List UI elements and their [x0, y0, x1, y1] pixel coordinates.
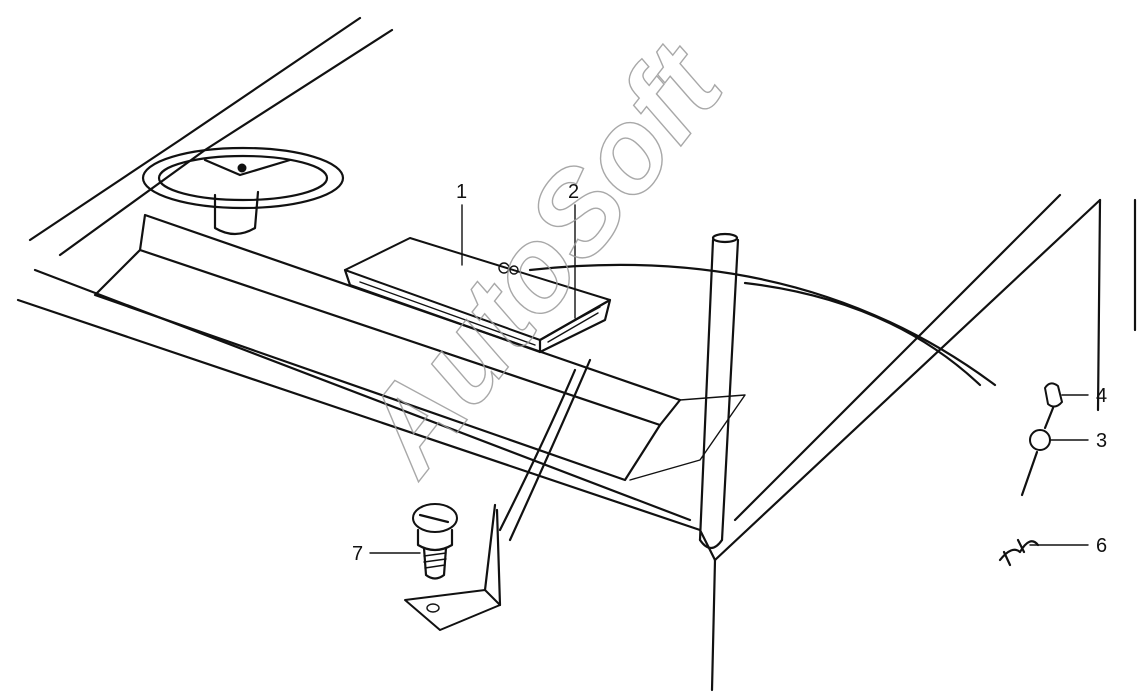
callout-1: 1 — [456, 181, 467, 203]
callout-7: 7 — [352, 543, 363, 565]
callout-2: 2 — [568, 181, 579, 203]
antenna-cable — [498, 263, 997, 542]
antenna-mast — [698, 232, 740, 550]
steering-wheel — [141, 146, 345, 236]
callout-4: 4 — [1096, 385, 1107, 407]
callout-3: 3 — [1096, 430, 1107, 452]
callout-6: 6 — [1096, 535, 1107, 557]
callout-leaders — [369, 204, 1089, 554]
small-parts — [998, 382, 1063, 567]
radio-unit — [343, 237, 612, 354]
mounting-screw — [404, 503, 502, 631]
